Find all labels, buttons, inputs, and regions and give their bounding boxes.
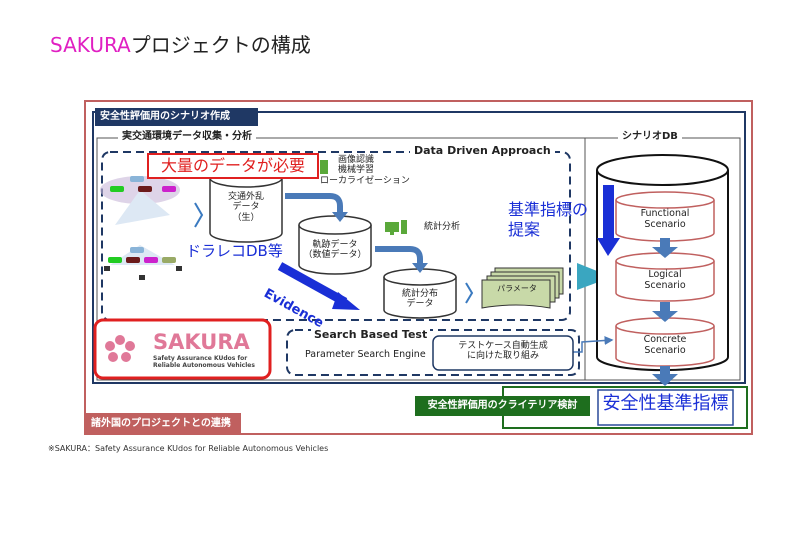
cylinder-trajectory xyxy=(298,215,372,275)
criteria-label: 安全性評価用のクライテリア検討 xyxy=(415,396,590,416)
scenario-creation-frame xyxy=(92,111,746,384)
cylinder-functional xyxy=(615,191,715,242)
evidence-arrow xyxy=(277,262,348,306)
sakura-logo-name: SAKURA xyxy=(153,330,250,354)
stat-analysis-label: 統計分析 xyxy=(424,222,461,232)
auto-gen-label: テストケース自動生成に向けた取り組み xyxy=(458,341,548,362)
title-rest: プロジェクトの構成 xyxy=(130,33,311,57)
outer-frame xyxy=(84,100,753,435)
cylinder-logical xyxy=(615,252,715,302)
dashcam-db-callout: ドラレコDB等 xyxy=(186,242,283,260)
section-label-scenario-db: シナリオDB xyxy=(618,131,682,143)
slide-title: SAKURAプロジェクトの構成 xyxy=(50,34,311,57)
cylinder-stat-dist xyxy=(383,268,457,319)
title-brand: SAKURA xyxy=(50,33,131,57)
international-label: 諸外国のプロジェクトとの連携 xyxy=(85,413,241,434)
teal-arrow-icon xyxy=(577,263,612,290)
footnote: ※SAKURA：Safety Assurance KUdos for Relia… xyxy=(48,444,329,453)
computer-icon xyxy=(385,220,407,235)
safety-index-box xyxy=(597,389,734,426)
trajectory-label: 軌跡データ（数値データ） xyxy=(303,240,367,261)
flow-arrow-head xyxy=(412,263,428,273)
sakura-logo-box xyxy=(93,318,272,380)
section-label-scenario-creation: 安全性評価用のシナリオ作成 xyxy=(95,108,258,126)
flow-arrow xyxy=(375,246,423,265)
search-engine-label: Parameter Search Engine xyxy=(305,349,426,360)
stat-dist-label: 統計分布データ xyxy=(401,289,438,310)
need-data-callout: 大量のデータが必要 xyxy=(147,153,319,179)
car-icon xyxy=(108,176,176,263)
section-label-data-driven: Data Driven Approach xyxy=(410,144,555,158)
sakura-flower-icon xyxy=(105,335,135,362)
camera-icon xyxy=(104,266,182,280)
parameter-label: パラメータ xyxy=(497,284,537,293)
evidence-arrow-head xyxy=(332,292,360,310)
data-driven-frame xyxy=(101,151,571,321)
chevron-arrow-icon xyxy=(465,282,474,304)
search-test-title: Search Based Test xyxy=(311,328,431,342)
computer-icon xyxy=(320,160,328,174)
proposal-callout: 基準指標の提案 xyxy=(508,200,589,239)
connector-arrow xyxy=(573,336,614,353)
flow-arrow-head xyxy=(332,212,348,222)
proposal-arrow-head xyxy=(597,238,620,256)
proposal-arrow xyxy=(603,185,614,240)
image-ml-label: 画像認識機械学習ローカライゼーション xyxy=(320,155,410,186)
raw-data-label: 交通外乱データ（生） xyxy=(227,192,264,223)
section-label-data-collection: 実交通環境データ収集・分析 xyxy=(118,131,256,143)
flow-arrow xyxy=(285,193,343,214)
parameter-sheets xyxy=(481,267,564,309)
cylinder-concrete xyxy=(615,317,715,367)
chevron-arrow-icon xyxy=(194,202,204,228)
auto-gen-box xyxy=(432,335,574,371)
safety-index-label: 安全性基準指標 xyxy=(602,393,729,414)
db-flow-arrows xyxy=(652,238,678,386)
sensor-range xyxy=(115,190,170,225)
